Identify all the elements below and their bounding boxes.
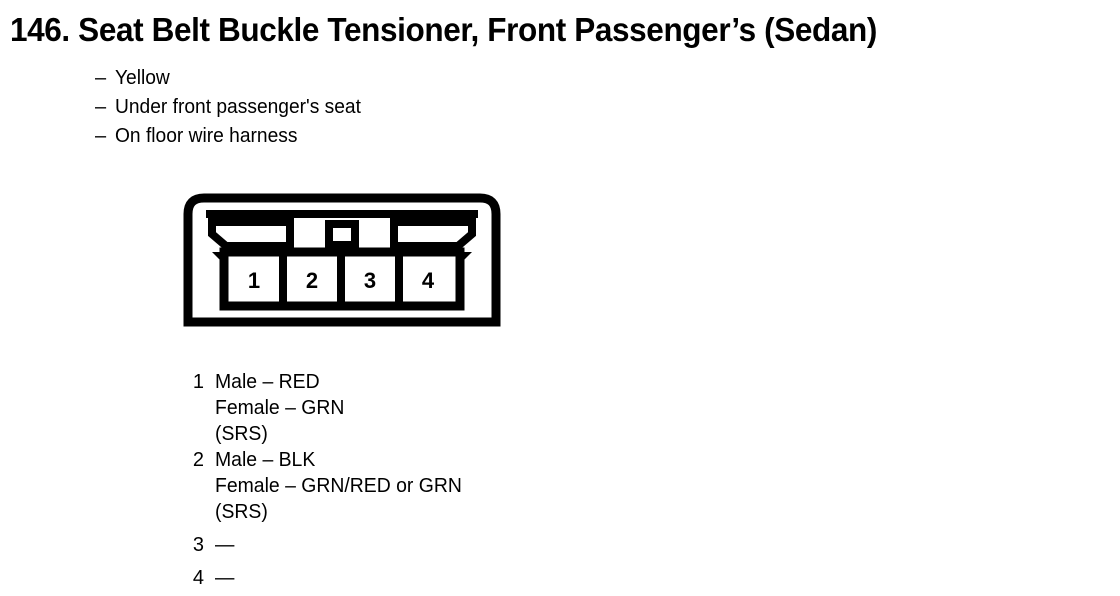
cavity-label-1: 1 bbox=[248, 268, 260, 293]
legend-pin-description: — bbox=[215, 532, 235, 558]
connector-right-keyway-slot bbox=[390, 218, 476, 250]
list-item-label: Yellow bbox=[115, 67, 170, 89]
connector-top-bar bbox=[206, 210, 478, 218]
legend-pin-description: Male – BLK Female – GRN/RED or GRN (SRS) bbox=[215, 447, 470, 525]
en-dash-icon: – bbox=[95, 96, 107, 118]
list-item: – On floor wire harness bbox=[95, 122, 371, 151]
legend-line: — bbox=[215, 534, 235, 556]
legend-line: Female – GRN bbox=[215, 397, 345, 419]
cavity-label-2: 2 bbox=[306, 268, 318, 293]
page-title: 146. Seat Belt Buckle Tensioner, Front P… bbox=[10, 11, 877, 48]
legend-line: (SRS) bbox=[215, 423, 268, 445]
legend-pin-description: Male – RED Female – GRN (SRS) bbox=[215, 369, 348, 447]
en-dash-icon: – bbox=[95, 125, 107, 147]
legend-line: — bbox=[215, 567, 235, 589]
legend-pin-number: 2 bbox=[192, 449, 204, 471]
en-dash-icon: – bbox=[95, 67, 107, 89]
legend-entry-pin-3: 3 — bbox=[188, 532, 470, 558]
list-item-label: Under front passenger's seat bbox=[115, 96, 361, 118]
legend-pin-number: 3 bbox=[192, 534, 204, 556]
legend-pin-description: — bbox=[215, 565, 235, 591]
description-list: – Yellow – Under front passenger's seat … bbox=[95, 64, 371, 151]
cavity-divider bbox=[337, 252, 345, 306]
legend-entry-pin-2: 2 Male – BLK Female – GRN/RED or GRN (SR… bbox=[188, 447, 470, 525]
legend-line: Male – BLK bbox=[215, 449, 316, 471]
pin-legend: 1 Male – RED Female – GRN (SRS) 2 Male –… bbox=[188, 369, 470, 591]
cavity-label-4: 4 bbox=[422, 268, 435, 293]
connector-diagram: 1 2 3 4 bbox=[182, 190, 502, 332]
cavity-divider bbox=[279, 252, 287, 306]
cavity-label-3: 3 bbox=[364, 268, 376, 293]
legend-entry-pin-4: 4 — bbox=[188, 565, 470, 591]
legend-pin-number: 4 bbox=[192, 567, 204, 589]
list-item: – Under front passenger's seat bbox=[95, 93, 371, 122]
connector-left-keyway-slot bbox=[208, 218, 294, 250]
legend-line: (SRS) bbox=[215, 501, 268, 523]
legend-pin-number: 1 bbox=[192, 371, 204, 393]
list-item: – Yellow bbox=[95, 64, 371, 93]
connector-center-latch bbox=[325, 220, 359, 249]
cavity-divider bbox=[395, 252, 403, 306]
legend-line: Male – RED bbox=[215, 371, 320, 393]
legend-line: Female – GRN/RED or GRN bbox=[215, 475, 462, 497]
legend-entry-pin-1: 1 Male – RED Female – GRN (SRS) bbox=[188, 369, 470, 447]
list-item-label: On floor wire harness bbox=[115, 125, 298, 147]
